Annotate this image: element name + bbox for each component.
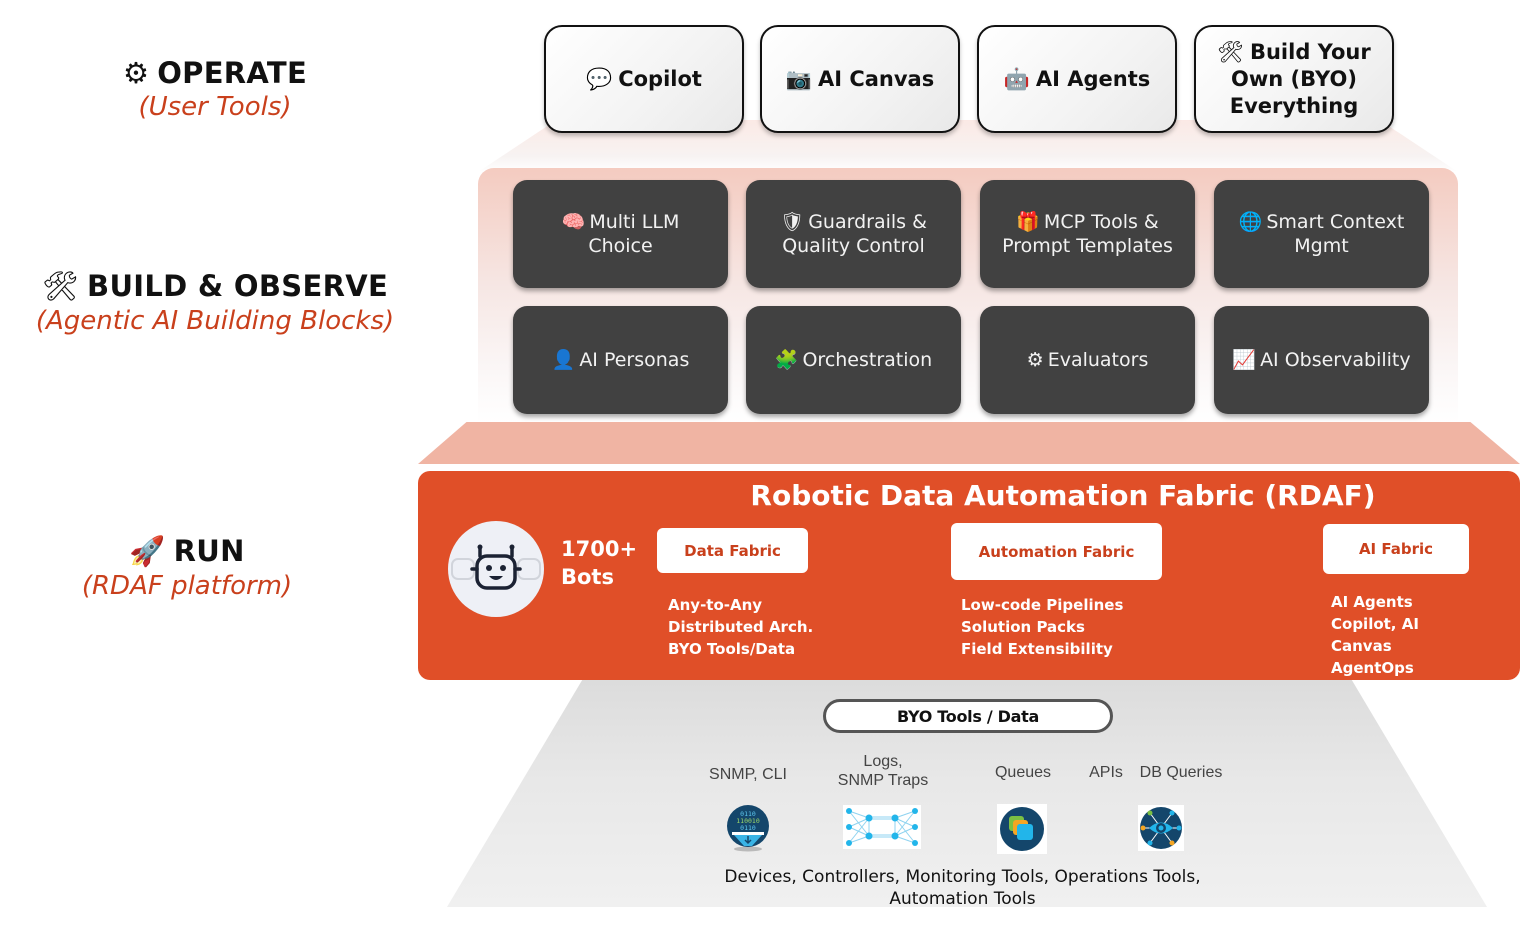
operate-card-label: AI Agents [1035,66,1151,91]
block-label: Evaluators [1047,349,1149,371]
bots-count-label: Bots [561,565,614,589]
block-label: Guardrails & Quality Control [782,211,927,257]
data-fabric-features: Any-to-Any Distributed Arch. BYO Tools/D… [668,594,813,660]
brain-icon: 🧠 [561,211,586,233]
network-mesh-icon [843,805,921,849]
automation-fabric-features: Low-code Pipelines Solution Packs Field … [961,594,1123,660]
gear-icon: ⚙ [1026,349,1044,371]
block-guardrails[interactable]: 🛡Guardrails & Quality Control [746,180,961,288]
feature-item: Distributed Arch. [668,618,814,636]
feature-item: Canvas [1331,637,1392,655]
eye-network-icon [1138,805,1184,851]
block-smart-context[interactable]: 🌐Smart Context Mgmt [1214,180,1429,288]
stacked-squares-icon [997,804,1047,854]
gear-icon: ⚙ [122,56,150,90]
bots-count-value: 1700+ [561,537,638,561]
shield-icon: 🛡 [780,211,805,233]
gift-icon: 🎁 [1016,211,1040,233]
ai-fabric-button[interactable]: AI Fabric [1323,524,1469,574]
source-label-logs-traps: Logs, SNMP Traps [837,753,929,789]
ai-fabric-features: AI Agents Copilot, AI Canvas AgentOps [1331,591,1419,679]
block-ai-observability[interactable]: 📈AI Observability [1214,306,1429,414]
connector-trapezoid-middle [418,422,1520,464]
block-orchestration[interactable]: 🧩Orchestration [746,306,961,414]
camera-icon: 📷 [785,66,812,91]
tier-title-text: OPERATE [157,56,308,90]
source-label-apis: APIs [1089,764,1123,781]
block-mcp-tools[interactable]: 🎁MCP Tools & Prompt Templates [980,180,1195,288]
operate-card-byo-everything[interactable]: 🛠Build Your Own (BYO) Everything [1194,25,1394,133]
block-label: Orchestration [802,349,933,371]
tier-title-build: 🛠BUILD & OBSERVE [0,269,430,304]
operate-card-label: Copilot [618,66,702,91]
sources-caption: Devices, Controllers, Monitoring Tools, … [600,866,1325,910]
robot-icon [451,544,541,590]
person-icon: 👤 [551,349,576,371]
rocket-icon: 🚀 [129,534,166,568]
tier-title-text: RUN [173,534,245,568]
robot-icon: 🤖 [1003,66,1030,91]
puzzle-icon: 🧩 [774,349,799,371]
feature-item: Field Extensibility [961,640,1113,658]
rdaf-panel: Robotic Data Automation Fabric (RDAF) [418,471,1520,680]
tier-subtitle-run: (RDAF platform) [81,571,293,601]
feature-item: AgentOps [1331,659,1414,677]
source-label-queues: Queues [994,764,1052,781]
block-ai-personas[interactable]: 👤AI Personas [513,306,728,414]
binary-funnel-icon: 0110 110010 0110 [727,805,769,852]
tier-title-run: 🚀RUN [0,534,374,569]
automation-fabric-button[interactable]: Automation Fabric [951,523,1162,580]
svg-text:0110: 0110 [740,810,756,818]
feature-item: Any-to-Any [668,596,763,614]
bots-count: 1700+ Bots [561,535,637,591]
build-observe-panel: 🧠Multi LLM Choice 🛡Guardrails & Quality … [478,168,1458,423]
feature-item: Solution Packs [961,618,1085,636]
tier-subtitle-build: (Agentic AI Building Blocks) [35,306,395,336]
block-evaluators[interactable]: ⚙Evaluators [980,306,1195,414]
feature-item: Low-code Pipelines [961,596,1124,614]
tools-icon: 🛠 [41,269,80,303]
tier-label-operate: ⚙OPERATE (User Tools) [0,56,430,122]
operate-card-ai-canvas[interactable]: 📷AI Canvas [760,25,960,133]
feature-item: BYO Tools/Data [668,640,796,658]
block-label: AI Personas [579,349,690,371]
svg-text:0110: 0110 [740,824,756,832]
tools-icon: 🛠 [1217,39,1244,64]
block-label: Multi LLM Choice [588,211,680,257]
source-label-db-queries: DB Queries [1139,764,1223,781]
block-multi-llm-choice[interactable]: 🧠Multi LLM Choice [513,180,728,288]
tier-label-run: 🚀RUN (RDAF platform) [0,534,374,601]
data-fabric-button[interactable]: Data Fabric [657,528,808,573]
caption-line: Automation Tools [889,889,1036,909]
brain-globe-icon: 🌐 [1238,211,1263,233]
chart-icon: 📈 [1232,349,1257,371]
source-label-snmp-cli: SNMP, CLI [709,766,787,783]
operate-card-copilot[interactable]: 💬Copilot [544,25,744,133]
tier-subtitle-operate: (User Tools) [138,92,292,122]
bots-avatar [448,521,544,617]
block-label: AI Observability [1260,349,1411,371]
operate-card-ai-agents[interactable]: 🤖AI Agents [977,25,1177,133]
tier-label-build: 🛠BUILD & OBSERVE (Agentic AI Building Bl… [0,269,430,336]
speech-bubble-icon: 💬 [586,66,613,91]
feature-item: Copilot, AI [1331,615,1419,633]
tier-title-operate: ⚙OPERATE [0,56,430,90]
operate-card-label: Build Your Own (BYO) Everything [1229,39,1371,118]
block-label: MCP Tools & Prompt Templates [1002,211,1173,257]
rdaf-title: Robotic Data Automation Fabric (RDAF) [750,479,1376,512]
svg-text:110010: 110010 [736,817,760,825]
caption-line: Devices, Controllers, Monitoring Tools, … [724,867,1201,887]
block-label: Smart Context Mgmt [1266,211,1405,257]
feature-item: AI Agents [1331,593,1413,611]
tier-title-text: BUILD & OBSERVE [87,269,389,303]
operate-card-label: AI Canvas [817,66,935,91]
byo-tools-data-pill[interactable]: BYO Tools / Data [823,699,1113,733]
